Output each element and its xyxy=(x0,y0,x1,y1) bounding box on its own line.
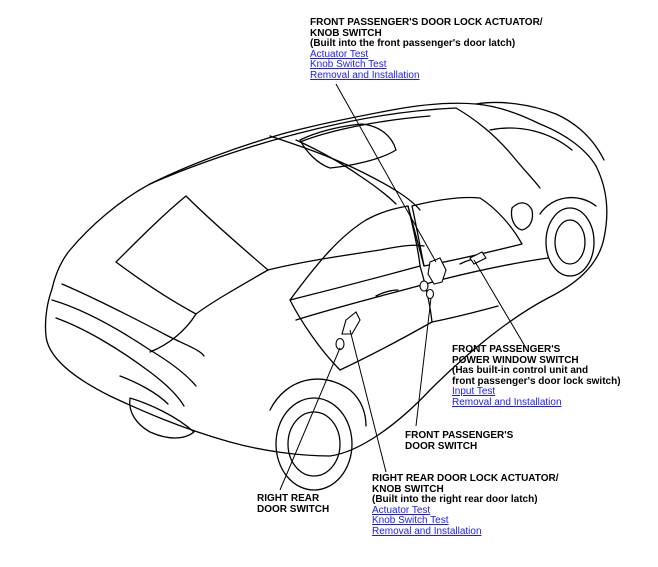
callout-title-line: KNOB SWITCH xyxy=(310,27,382,39)
components xyxy=(335,251,487,351)
callout-title-line: (Built into the right rear door latch) xyxy=(372,494,538,506)
callout-title-line: RIGHT REAR xyxy=(257,493,320,504)
leader-lines xyxy=(279,83,527,491)
knob-switch-test-link[interactable]: Knob Switch Test xyxy=(372,515,449,527)
callout-title-line: KNOB SWITCH xyxy=(372,483,444,495)
car-outline xyxy=(44,101,608,491)
removal-installation-link[interactable]: Removal and Installation xyxy=(310,69,420,81)
callout-title-line: (Has built-in control unit and xyxy=(452,365,589,377)
callout-title-line: FRONT PASSENGER'S xyxy=(452,344,561,355)
actuator-test-link[interactable]: Actuator Test xyxy=(372,504,431,516)
removal-installation-link[interactable]: Removal and Installation xyxy=(372,525,482,537)
front-lock-actuator-component xyxy=(427,257,447,285)
callout-title-line: POWER WINDOW SWITCH xyxy=(452,354,579,366)
callout-title-line: FRONT PASSENGER'S xyxy=(405,430,514,441)
right-rear-lock-actuator-callout: RIGHT REAR DOOR LOCK ACTUATOR/ KNOB SWIT… xyxy=(372,473,559,538)
callout-title-line: DOOR SWITCH xyxy=(405,440,478,452)
leader-front-lock xyxy=(335,83,437,263)
leader-front-switch xyxy=(415,297,432,427)
actuator-test-link[interactable]: Actuator Test xyxy=(310,48,369,60)
front-door-switch-component xyxy=(419,280,429,292)
callout-title-line: FRONT PASSENGER'S DOOR LOCK ACTUATOR/ xyxy=(310,17,543,28)
power-window-switch-component xyxy=(469,251,487,265)
input-test-link[interactable]: Input Test xyxy=(452,386,496,398)
right-rear-door-switch-callout: RIGHT REAR DOOR SWITCH xyxy=(257,493,330,515)
callout-title-line: front passenger's door lock switch) xyxy=(452,375,621,387)
front-passenger-power-window-callout: FRONT PASSENGER'S POWER WINDOW SWITCH (H… xyxy=(452,344,621,409)
leader-rear-switch xyxy=(279,347,341,491)
callout-title-line: DOOR SWITCH xyxy=(257,503,330,515)
rear-door-switch-component xyxy=(335,337,345,351)
rear-lock-actuator-component xyxy=(341,311,361,335)
leader-power-window xyxy=(473,259,527,349)
front-passenger-lock-actuator-callout: FRONT PASSENGER'S DOOR LOCK ACTUATOR/ KN… xyxy=(310,17,543,82)
front-passenger-door-switch-callout: FRONT PASSENGER'S DOOR SWITCH xyxy=(405,430,514,452)
callout-title-line: (Built into the front passenger's door l… xyxy=(310,38,516,50)
leader-rear-lock xyxy=(349,329,387,473)
removal-installation-link[interactable]: Removal and Installation xyxy=(452,396,562,408)
callout-title-line: RIGHT REAR DOOR LOCK ACTUATOR/ xyxy=(372,473,559,484)
knob-switch-test-link[interactable]: Knob Switch Test xyxy=(310,59,387,71)
